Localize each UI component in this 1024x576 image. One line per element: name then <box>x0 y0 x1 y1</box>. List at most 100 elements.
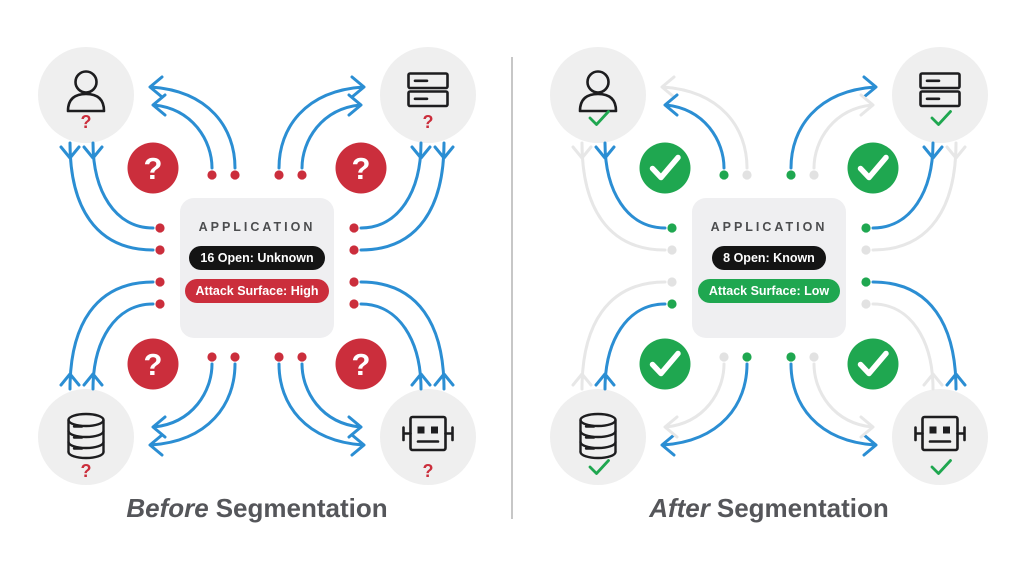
port-dot-top-4-closed <box>809 170 819 180</box>
arrow-top-left-outer <box>148 75 237 170</box>
arrow-server-down-inner-allowed <box>871 141 944 230</box>
arrow-top-right-outer-allowed <box>789 75 878 170</box>
arrow-database-up-inner <box>82 302 155 391</box>
port-dot-top-1-open <box>719 170 729 180</box>
check-icon <box>649 350 681 377</box>
arrow-top-right-inner <box>300 93 363 170</box>
port-dot-bottom-3 <box>274 352 284 362</box>
arrow-top-left-inner-allowed <box>663 93 726 170</box>
port-dot-bottom-4-closed <box>809 352 819 362</box>
port-dot-top-4 <box>297 170 307 180</box>
question-mark-icon: ? <box>144 151 163 186</box>
port-dot-right-2-closed <box>861 245 871 255</box>
arrow-user-down-inner-allowed <box>594 141 667 230</box>
attack-surface-badge: Attack Surface: Low <box>697 279 841 303</box>
arrow-top-right-inner-blocked <box>812 93 875 170</box>
diagram-after <box>550 47 988 485</box>
question-mark-icon: ? <box>352 151 371 186</box>
application-box-before: APPLICATION 16 Open: Unknown Attack Surf… <box>180 198 334 338</box>
user-status-check-icon <box>588 110 610 126</box>
port-dot-right-1-open <box>861 223 871 233</box>
caption-emphasis: Before <box>126 493 209 523</box>
port-dot-right-4-closed <box>861 299 871 309</box>
unknown-badge-top-left <box>127 142 179 194</box>
arrow-bottom-right-outer <box>277 362 366 457</box>
port-dot-right-4 <box>349 299 359 309</box>
port-dot-top-2-closed <box>742 170 752 180</box>
port-dot-right-2 <box>349 245 359 255</box>
application-title: APPLICATION <box>710 220 828 234</box>
port-dot-right-3 <box>349 277 359 287</box>
arrow-database-up-inner-allowed <box>594 302 667 391</box>
question-mark-icon: ? <box>144 347 163 382</box>
arrow-top-right-outer <box>277 75 366 170</box>
open-ports-badge: 16 Open: Unknown <box>189 246 325 270</box>
arrow-bottom-left-outer-allowed <box>660 362 749 457</box>
port-dot-right-1 <box>349 223 359 233</box>
panel-divider <box>511 57 513 519</box>
arrow-bottom-left-outer <box>148 362 237 457</box>
arrow-server-down-outer-blocked <box>871 141 967 252</box>
arrow-bottom-right-inner <box>300 362 363 439</box>
panel-after: APPLICATION 8 Open: Known Attack Surface… <box>549 46 989 536</box>
port-dot-right-3-open <box>861 277 871 287</box>
database-status-check-icon <box>588 459 610 475</box>
arrow-bottom-left-inner <box>151 362 214 439</box>
caption-rest: Segmentation <box>215 493 388 523</box>
port-dot-top-3 <box>274 170 284 180</box>
port-dot-left-2 <box>155 245 165 255</box>
user-status-question: ? <box>81 112 92 132</box>
node-server-circle <box>380 47 476 143</box>
port-dot-left-4-open <box>667 299 677 309</box>
port-dot-top-3-open <box>786 170 796 180</box>
verified-badge-bottom-right <box>847 338 899 390</box>
unknown-badge-bottom-right <box>335 338 387 390</box>
port-dot-bottom-1 <box>207 352 217 362</box>
arrow-bottom-right-inner-blocked <box>812 362 875 439</box>
caption-emphasis: After <box>649 493 710 523</box>
check-icon <box>857 350 889 377</box>
port-dot-bottom-4 <box>297 352 307 362</box>
port-dot-left-3 <box>155 277 165 287</box>
arrow-robot-up-outer <box>359 280 455 391</box>
arrow-bottom-left-inner-blocked <box>663 362 726 439</box>
arrow-robot-up-inner-blocked <box>871 302 944 391</box>
server-status-check-icon <box>930 110 952 126</box>
arrow-robot-up-outer-allowed <box>871 280 967 391</box>
caption-rest: Segmentation <box>716 493 889 523</box>
port-dot-left-3-closed <box>667 277 677 287</box>
open-ports-badge: 8 Open: Known <box>712 246 826 270</box>
verified-badge-bottom-left <box>639 338 691 390</box>
node-robot-circle <box>892 389 988 485</box>
verified-badge-top-right <box>847 142 899 194</box>
port-dot-left-1-open <box>667 223 677 233</box>
diagram-before: ? ? ? ? <box>38 47 476 485</box>
port-dot-left-1 <box>155 223 165 233</box>
arrow-server-down-inner <box>359 141 432 230</box>
arrow-robot-up-inner <box>359 302 432 391</box>
robot-status-check-icon <box>930 459 952 475</box>
port-dot-top-2 <box>230 170 240 180</box>
application-title: APPLICATION <box>198 220 316 234</box>
attack-surface-badge: Attack Surface: High <box>184 279 330 303</box>
check-icon <box>649 154 681 181</box>
port-dot-bottom-2 <box>230 352 240 362</box>
port-dot-bottom-1-closed <box>719 352 729 362</box>
arrow-user-down-outer-blocked <box>571 141 667 252</box>
arrow-user-down-outer <box>59 141 155 252</box>
unknown-badge-top-right <box>335 142 387 194</box>
panel-before: ? ? ? ? <box>37 46 477 536</box>
verified-badge-top-left <box>639 142 691 194</box>
question-mark-icon: ? <box>352 347 371 382</box>
arrow-user-down-inner <box>82 141 155 230</box>
server-status-question: ? <box>423 112 434 132</box>
arrow-bottom-right-outer-allowed <box>789 362 878 457</box>
port-dot-left-4 <box>155 299 165 309</box>
node-server-circle <box>892 47 988 143</box>
application-box-after: APPLICATION 8 Open: Known Attack Surface… <box>692 198 846 338</box>
check-icon <box>857 154 889 181</box>
arrow-database-up-outer <box>59 280 155 391</box>
port-dot-bottom-3-open <box>786 352 796 362</box>
